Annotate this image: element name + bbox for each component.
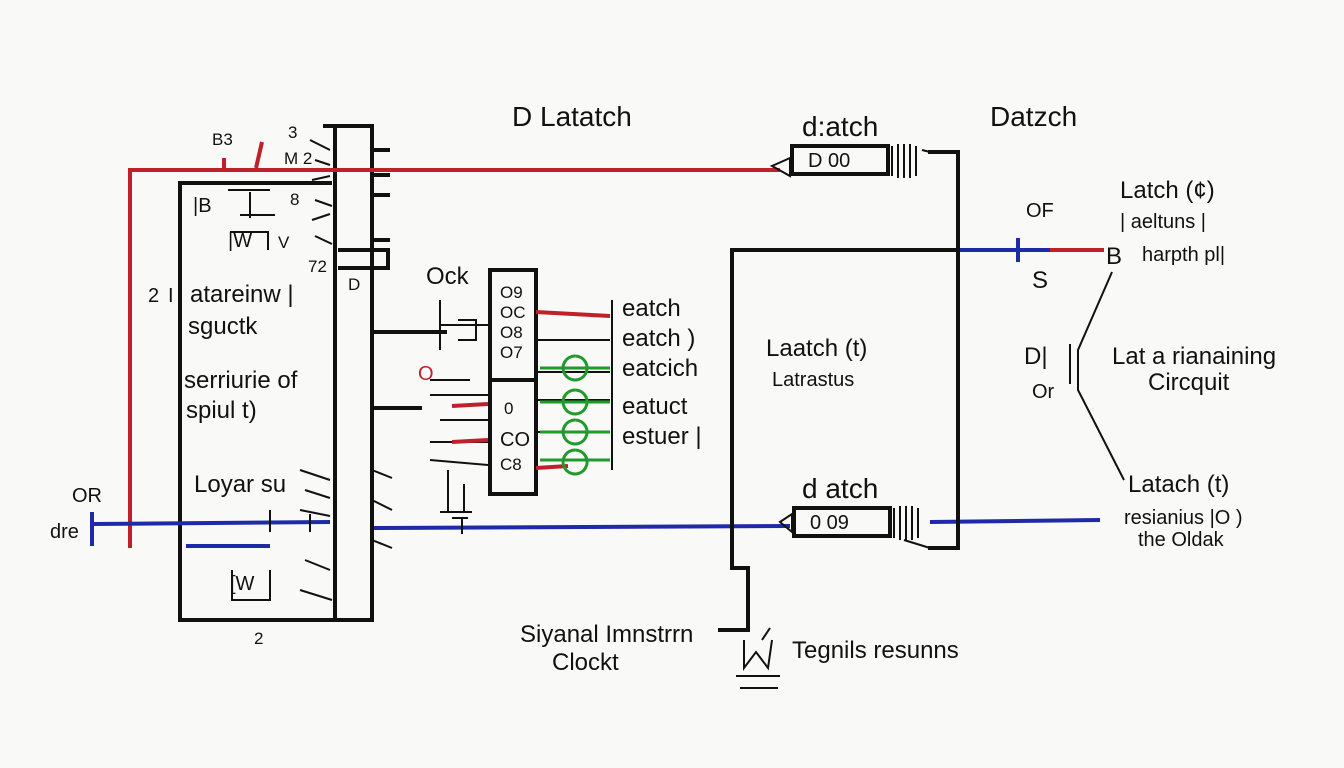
right-harpth-label: harpth pl|	[1142, 244, 1225, 266]
chip-out-label-5: estuer |	[622, 423, 702, 450]
signal-label-1: Siyanal Imnstrrn	[520, 621, 693, 648]
gate-label-8: 8	[290, 190, 299, 209]
chip-bottom-pin-3: C8	[500, 455, 522, 474]
left-text-4: spiul t)	[186, 397, 257, 424]
top-latch-lead	[769, 156, 791, 178]
gate-label-w: |W	[228, 230, 252, 252]
left-block: 3 B3 M 2 |B 8 |W V 72 D 2 I atareinw | s…	[50, 123, 393, 648]
center-frame	[718, 150, 960, 632]
right-resianius: resianius |O )	[1124, 507, 1243, 529]
latch-bottom-title: Latach (t)	[1128, 471, 1229, 498]
clock-symbol	[736, 627, 780, 689]
chip-out-label-4: eatuct	[622, 393, 688, 420]
chip-out-label-3: eatcich	[622, 355, 698, 382]
right-b-connector	[1077, 271, 1125, 481]
gate-label-b: |B	[193, 195, 212, 217]
blue-top-right-wire	[958, 238, 1050, 262]
chip-top-pin-4: O7	[500, 343, 523, 362]
right-the-clock: the Oldak	[1138, 529, 1225, 551]
center-block: D 00 0 09 Laatch (t) Latrastus	[718, 144, 960, 689]
right-block: Latch (¢) | aeltuns | OF S B harpth pl| …	[1024, 177, 1276, 551]
gate-label-d: D	[348, 275, 360, 294]
wire-left-to-chip-top	[370, 288, 447, 334]
center-title: Laatch (t)	[766, 335, 867, 362]
top-latch-component: D 00	[769, 144, 931, 178]
bottom-latch-body	[792, 506, 892, 538]
bottom-latch-coil	[893, 506, 931, 549]
top-latch-text: D 00	[808, 150, 850, 172]
right-mid-title-2: Circquit	[1148, 369, 1230, 396]
red-left-mark	[222, 141, 264, 170]
left-or-label: OR	[72, 485, 102, 507]
signal-label-2: Clockt	[552, 649, 619, 676]
bottom-w-box	[231, 570, 271, 601]
chip-top-pin-2: OC	[500, 303, 526, 322]
latch-top-title: Latch (¢)	[1120, 177, 1215, 204]
center-subtitle: Latrastus	[772, 369, 854, 391]
chip-out-label-2: eatch )	[622, 325, 695, 352]
green-loop-4	[540, 448, 610, 476]
chip-red-out-1	[535, 310, 611, 318]
chip-red-out-2	[451, 402, 489, 444]
right-or-top: OF	[1026, 200, 1054, 222]
top-latch-title: d:atch	[802, 111, 878, 142]
red-o-label: O	[418, 363, 434, 385]
gate-scribble-2	[309, 139, 333, 245]
chip-out-label-1: eatch	[622, 295, 681, 322]
titles: D Latatch Datzch d:atch d atch	[512, 101, 1077, 504]
bottom-w-label: [W	[230, 573, 255, 595]
left-text-3: serriurie of	[184, 367, 298, 394]
top-label-m2: M 2	[284, 149, 312, 168]
bottom-latch-component: 0 09	[778, 506, 931, 549]
blue-wire-ticks	[269, 510, 463, 534]
left-frame	[178, 124, 374, 622]
middle-block: Ock O O9 OC O8 O7 0 CO C8 eatch eatch ) …	[418, 263, 702, 519]
tegnils-label: Tegnils resunns	[792, 637, 959, 664]
top-latch-body	[790, 144, 890, 176]
clock-label: Ock	[426, 263, 470, 290]
chip-top-pin-3: O8	[500, 323, 523, 342]
bottom-latch-text: 0 09	[810, 512, 849, 534]
left-top-stubs	[338, 148, 390, 270]
right-mid-title-1: Lat a rianaining	[1112, 343, 1276, 370]
green-loop-1	[540, 354, 610, 382]
top-latch-coil	[891, 144, 931, 178]
gate-scribble-1	[228, 189, 275, 250]
left-text-5: Loyar su	[194, 471, 286, 498]
bottom-latch-title: d atch	[802, 473, 878, 504]
bottom-number: 2	[254, 629, 263, 648]
side-number-2: 2	[148, 285, 159, 307]
red-top-wire	[128, 168, 780, 548]
left-dre-label: dre	[50, 521, 79, 543]
bottom-latch-lead	[778, 512, 793, 535]
right-d-label: D|	[1024, 343, 1048, 370]
wires	[90, 141, 1104, 548]
gate-label-v: V	[278, 233, 290, 252]
green-loop-3	[540, 418, 610, 446]
right-s-label: S	[1032, 267, 1048, 294]
gate-scribble-3	[299, 469, 393, 601]
green-loop-2	[540, 388, 610, 416]
top-digit: 3	[288, 123, 297, 142]
main-title: D Latatch	[512, 101, 632, 132]
chip-top-pin-1: O9	[500, 283, 523, 302]
right-or-mid: Or	[1032, 381, 1055, 403]
side-mark-i: I	[168, 285, 174, 307]
blue-bottom-wire	[90, 512, 791, 546]
right-b-label: B	[1106, 243, 1122, 270]
chip-bottom-pin-2: CO	[500, 429, 530, 451]
blue-right-wire	[929, 518, 1101, 524]
chip-right-outputs	[536, 300, 613, 470]
bottom-labels: Siyanal Imnstrrn Clockt Tegnils resunns	[520, 621, 959, 676]
left-text-2: sguctk	[188, 313, 258, 340]
gate-label-72: 72	[308, 257, 327, 276]
top-label-b3: B3	[212, 130, 233, 149]
left-text-1: atareinw |	[190, 281, 294, 308]
latch-top-subtitle: | aeltuns |	[1120, 211, 1206, 233]
right-title: Datzch	[990, 101, 1077, 132]
chip-bottom-pin-1: 0	[504, 399, 513, 418]
wire-left-to-chip-bottom	[370, 406, 422, 530]
